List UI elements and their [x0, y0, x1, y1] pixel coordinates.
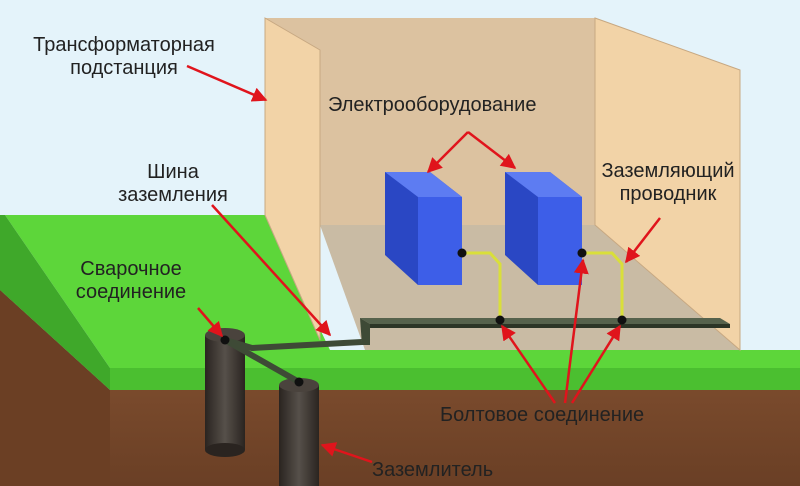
ground-electrode	[205, 328, 319, 486]
label-grounding-busbar: Шина заземления	[98, 161, 248, 207]
label-transformer-substation: Трансформаторная подстанция	[1, 34, 247, 80]
outdoor-busbar	[223, 337, 363, 385]
connection-points	[220, 248, 627, 387]
label-line: Трансформаторная	[33, 34, 215, 56]
substation-building	[264, 17, 741, 352]
label-line: соединение	[75, 281, 187, 303]
grounding-conductor	[462, 251, 624, 320]
equipment-box-1	[385, 172, 462, 285]
pointer-arrows	[186, 64, 661, 464]
label-line: проводник	[619, 183, 717, 205]
label-ground-electrode: Заземлитель	[372, 459, 494, 481]
label-bolted-joint: Болтовое соединение	[440, 404, 645, 426]
label-line: заземления	[118, 184, 228, 206]
label-grounding-conductor: Заземляющий проводник	[575, 160, 761, 206]
label-line: Шина	[147, 161, 199, 183]
label-electrical-equipment: Электрооборудование	[328, 94, 537, 116]
label-line: Заземляющий	[601, 160, 735, 182]
label-welded-joint: Сварочное соединение	[50, 258, 212, 304]
grounding-busbar	[360, 318, 730, 345]
label-line: Сварочное	[80, 258, 182, 280]
soil-block	[0, 290, 800, 486]
label-line: подстанция	[70, 57, 178, 79]
equipment-box-2	[505, 172, 582, 285]
